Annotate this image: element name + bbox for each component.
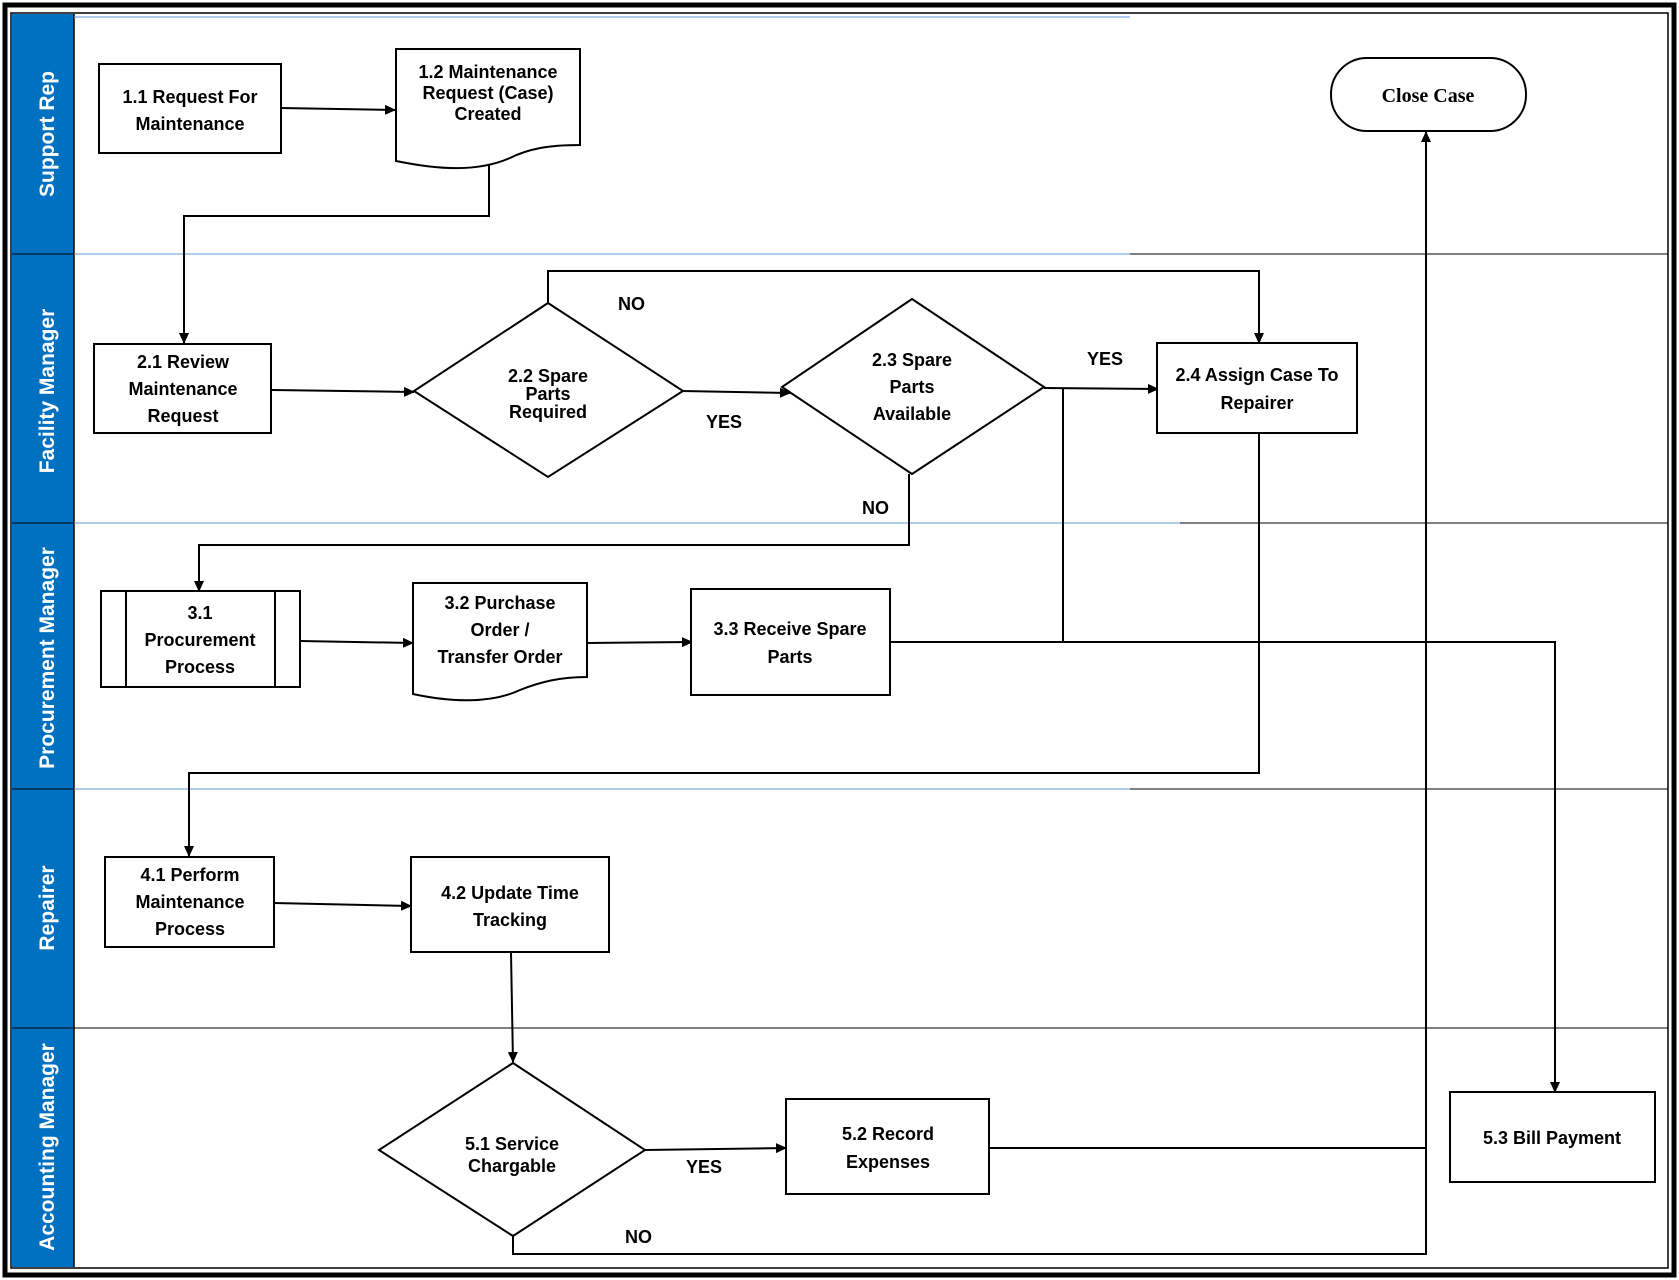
node-close-case (1330, 57, 1527, 132)
node-2-2-spare-parts-required (412, 301, 685, 479)
node-close-case-label: Close Case (1382, 85, 1475, 107)
node-1-2-case-created (395, 48, 581, 170)
edge-label-2-2-yes: YES (706, 412, 742, 432)
lane-label-facility-manager: Facility Manager (36, 309, 59, 474)
flow-42-to-51 (507, 952, 518, 1063)
node-3-2-purchase-order (412, 582, 588, 702)
edge-labels: NO YES YES NO YES NO (618, 294, 1123, 1247)
node-2-3-spare-parts-available (780, 297, 1046, 476)
edge-label-2-3-no: NO (862, 498, 889, 518)
edge-label-5-1-yes: YES (686, 1157, 722, 1177)
flow-52-to-close (990, 131, 1431, 1149)
node-5-1-service-chargable (377, 1061, 647, 1238)
flow-33-to-53 (1063, 641, 1560, 1093)
flow-51-no-to-close (512, 1148, 1427, 1255)
flow-24-to-41 (184, 433, 1260, 857)
flow-31-to-32 (299, 637, 414, 648)
node-2-4-assign-case (1156, 342, 1358, 434)
node-5-3-label: 5.3 Bill Payment (1483, 1128, 1621, 1148)
node-3-1-procurement-process (100, 590, 301, 688)
flow-11-to-12 (279, 104, 396, 115)
lane-label-procurement-manager: Procurement Manager (36, 547, 59, 769)
lane-header-column (12, 14, 74, 1267)
flow-22-no-to-24 (547, 270, 1264, 344)
flow-23-yes-to-24 (1043, 383, 1159, 394)
edge-label-2-3-yes: YES (1087, 349, 1123, 369)
lane-label-support-rep: Support Rep (36, 71, 59, 197)
node-5-3-bill-payment (1449, 1091, 1656, 1183)
flow-51-yes-to-52 (644, 1143, 787, 1154)
node-3-3-receive-spare-parts (690, 588, 891, 696)
flow-12-to-21 (179, 164, 490, 344)
edge-label-2-2-no: NO (618, 294, 645, 314)
connectors (179, 104, 1560, 1255)
node-4-2-update-time-tracking (410, 856, 610, 953)
inner-border (10, 12, 1669, 1269)
flow-23-no-to-31 (194, 474, 910, 592)
lane-label-accounting-manager: Accounting Manager (36, 1043, 59, 1251)
flow-21-to-22 (271, 386, 415, 397)
flow-22-yes-to-23 (681, 387, 791, 398)
node-5-2-record-expenses (785, 1098, 990, 1195)
node-2-1-review-request (93, 343, 272, 434)
lane-labels: Support Rep Facility Manager Procurement… (36, 71, 59, 1251)
lane-dividers (12, 16, 1668, 1029)
flow-32-to-33 (586, 637, 693, 648)
edge-label-5-1-no: NO (625, 1227, 652, 1247)
flow-41-to-42 (273, 900, 412, 911)
node-4-1-perform-maintenance (104, 856, 275, 948)
node-1-1-request-for-maintenance (98, 63, 282, 154)
lane-label-repairer: Repairer (36, 865, 59, 950)
